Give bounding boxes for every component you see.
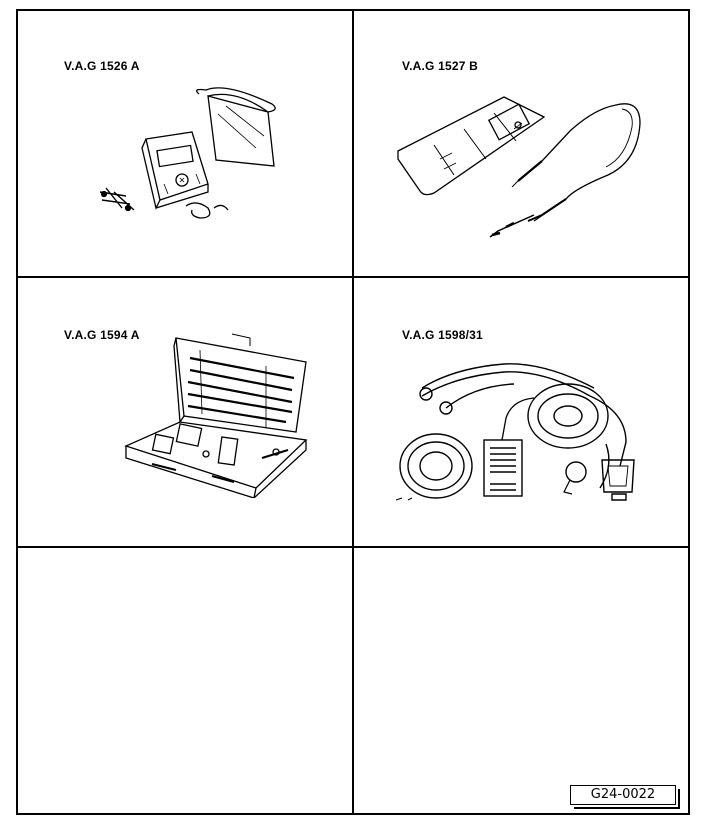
multimeter-case-illustration (99, 87, 276, 219)
column-divider (352, 9, 354, 815)
tool-label-1: V.A.G 1526 A (64, 59, 140, 73)
adapter-case-illustration (124, 333, 308, 498)
test-cable-harness-illustration (395, 363, 635, 501)
row-divider-1 (16, 276, 690, 278)
tool-cell-1: V.A.G 1526 A (16, 9, 352, 276)
tool-cell-4: V.A.G 1598/31 (354, 278, 690, 546)
probe-tester-illustration (397, 96, 641, 238)
figure-reference: G24-0022 (570, 785, 676, 805)
tool-label-3: V.A.G 1594 A (64, 328, 140, 342)
row-divider-2 (16, 546, 690, 548)
tool-sheet: V.A.G 1526 A V.A.G 1527 B (16, 9, 690, 815)
tool-label-2: V.A.G 1527 B (402, 59, 478, 73)
empty-cell-6: G24-0022 (354, 548, 690, 815)
tool-label-4: V.A.G 1598/31 (402, 328, 483, 342)
tool-cell-3: V.A.G 1594 A (16, 278, 352, 546)
tool-cell-2: V.A.G 1527 B (354, 9, 690, 276)
empty-cell-5 (16, 548, 352, 815)
figure-ref-shadow (574, 789, 680, 809)
